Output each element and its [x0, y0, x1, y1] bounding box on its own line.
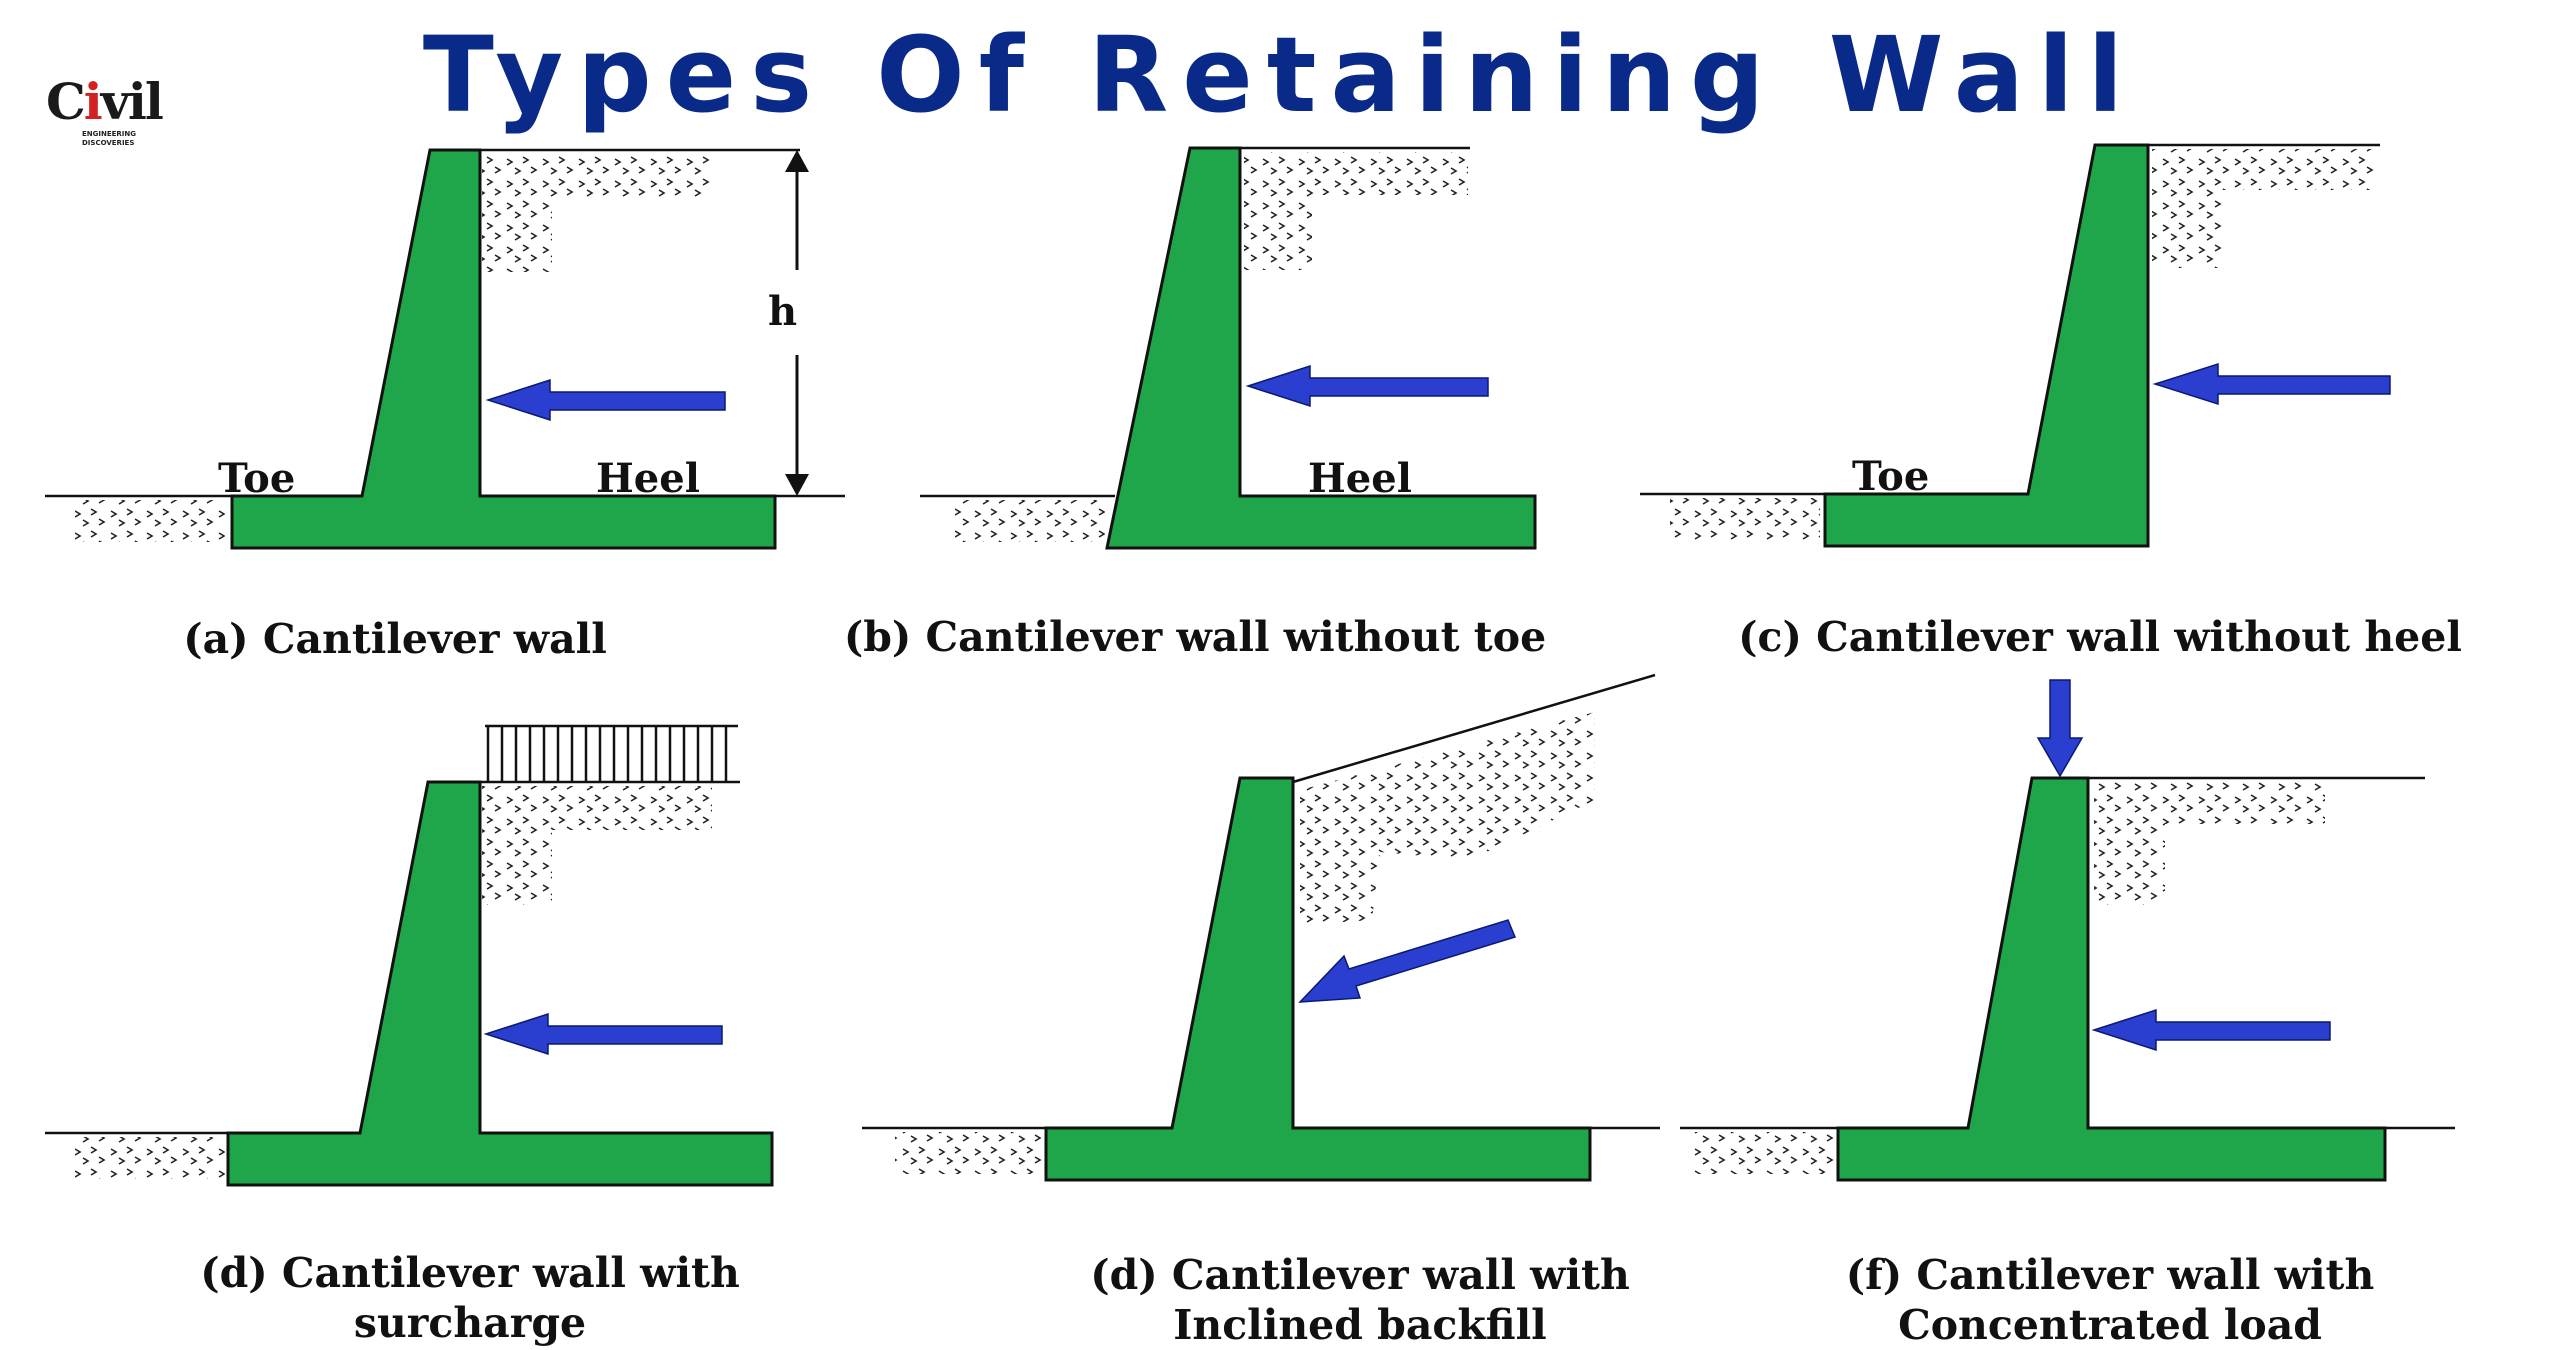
wall-section [1044, 776, 1592, 1182]
logo-wordmark: Civil [46, 72, 164, 131]
soil-front [75, 500, 225, 542]
wall-section [226, 780, 774, 1187]
height-arrowhead-top [785, 150, 809, 172]
toe-label: Toe [1852, 453, 1929, 500]
soil-backfill [482, 154, 710, 272]
wall-c-without-heel: Toe [1640, 143, 2391, 548]
soil-backfill [1244, 152, 1468, 270]
earth-pressure-arrow [2152, 362, 2391, 406]
wall-b-without-toe: Heel [920, 146, 1537, 550]
wall-section [1823, 143, 2150, 548]
caption-c: (c) Cantilever wall without heel [1738, 613, 2462, 661]
caption-b: (b) Cantilever wall without toe [843, 613, 1547, 661]
height-label: h [768, 288, 797, 335]
wall-section [1105, 146, 1537, 550]
wall-f-concentrated-load [1680, 679, 2455, 1182]
earth-pressure-arrow [1298, 919, 1517, 1003]
soil-front [955, 500, 1105, 542]
soil-front [1690, 1132, 1835, 1174]
soil-front [1670, 498, 1820, 540]
wall-section [1836, 776, 2387, 1182]
wall-a-cantilever: h Toe Heel [45, 148, 845, 550]
soil-front [895, 1132, 1043, 1174]
soil-backfill [482, 786, 712, 905]
wall-d-surcharge [45, 724, 774, 1187]
surcharge-load [485, 724, 738, 782]
earth-pressure-arrow [485, 378, 726, 422]
inclined-backfill-line [1292, 673, 1656, 784]
earth-pressure-arrow [1245, 364, 1489, 408]
soil-backfill [1300, 712, 1595, 925]
page-title: Types Of Retaining Wall [422, 14, 2138, 136]
heel-label: Heel [596, 455, 700, 502]
soil-backfill [2152, 149, 2378, 268]
height-arrowhead-bottom [785, 474, 809, 496]
earth-pressure-arrow [483, 1012, 723, 1056]
caption-a: (a) Cantilever wall [183, 615, 607, 663]
soil-backfill [2094, 782, 2325, 905]
wall-section [230, 148, 777, 550]
heel-label: Heel [1308, 455, 1412, 502]
earth-pressure-arrow [2091, 1008, 2331, 1052]
soil-front [75, 1137, 225, 1179]
concentrated-load-arrow [2036, 679, 2084, 778]
wall-d-inclined-backfill [862, 673, 1660, 1182]
toe-label: Toe [218, 455, 295, 502]
